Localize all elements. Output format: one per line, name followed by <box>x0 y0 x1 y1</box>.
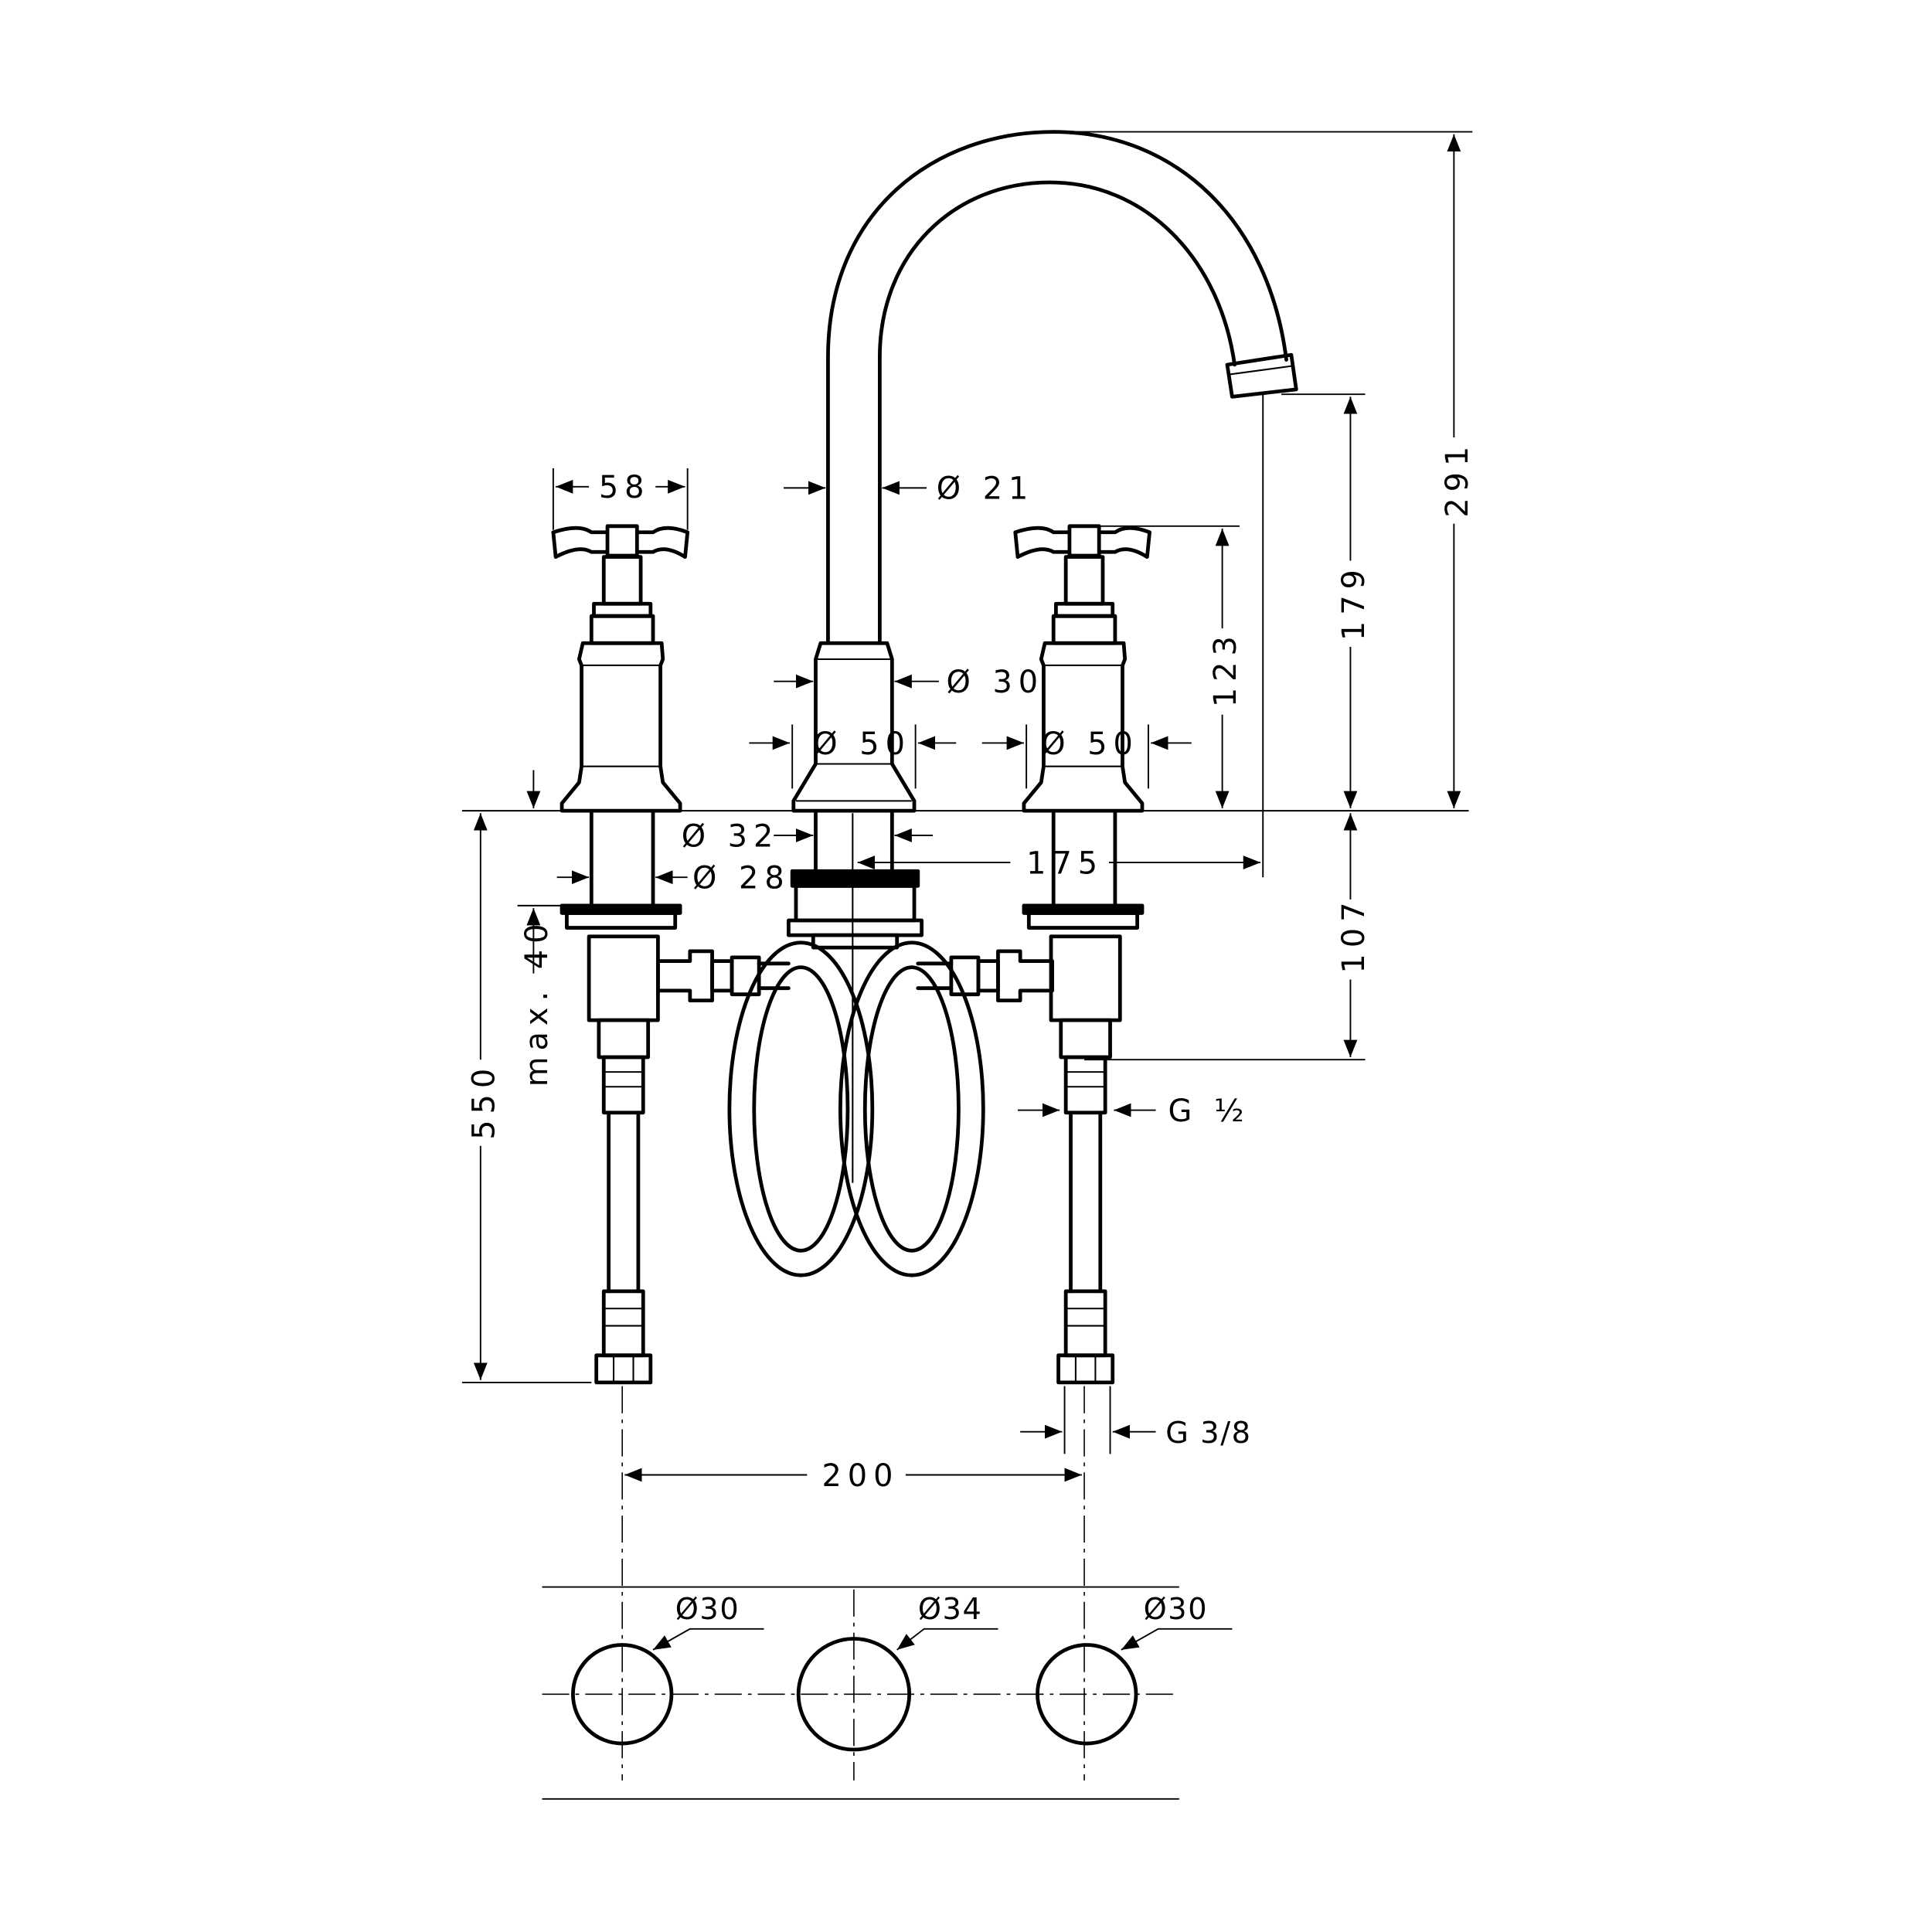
center-hole-label: Ø34 <box>918 1592 983 1627</box>
cutout-plan: Ø30 Ø34 Ø30 <box>542 1586 1233 1800</box>
dim-107: 107 <box>1336 896 1372 974</box>
dim-200: 200 <box>821 1458 899 1494</box>
spout-mounting <box>656 811 1054 1183</box>
dim-spout-base: Ø 30 <box>946 665 1044 700</box>
left-hole <box>570 1643 674 1746</box>
dim-spout-diameter: Ø 21 <box>937 471 1035 507</box>
left-valve <box>551 524 690 1385</box>
dim-58: 58 <box>599 470 651 505</box>
dim-g-3-8: G 3/8 <box>1165 1416 1251 1451</box>
dim-550: 550 <box>466 1063 502 1140</box>
hose-loop <box>727 940 985 1277</box>
dim-right-rosette: Ø 50 <box>1041 726 1139 762</box>
right-hole <box>1036 1643 1138 1746</box>
dim-175: 175 <box>1026 845 1104 881</box>
left-hole-label: Ø30 <box>675 1592 740 1627</box>
center-hole <box>796 1637 912 1752</box>
dim-center-rosette: Ø 50 <box>813 726 911 762</box>
dim-123: 123 <box>1208 630 1243 707</box>
right-valve <box>1015 526 1150 1383</box>
dim-179: 179 <box>1336 563 1372 641</box>
dim-g-half: G ½ <box>1168 1094 1250 1129</box>
dim-valve-shank: Ø 28 <box>692 861 791 896</box>
right-hole-label: Ø30 <box>1144 1592 1209 1627</box>
dimension-lines <box>461 131 1473 1781</box>
dimension-labels: 58 Ø 21 Ø 30 Ø 50 Ø 50 123 179 291 Ø 32 … <box>466 440 1475 1494</box>
dim-center-shank: Ø 32 <box>682 818 780 854</box>
dim-max-40: max. 40 <box>519 918 555 1087</box>
dim-291: 291 <box>1440 440 1475 518</box>
